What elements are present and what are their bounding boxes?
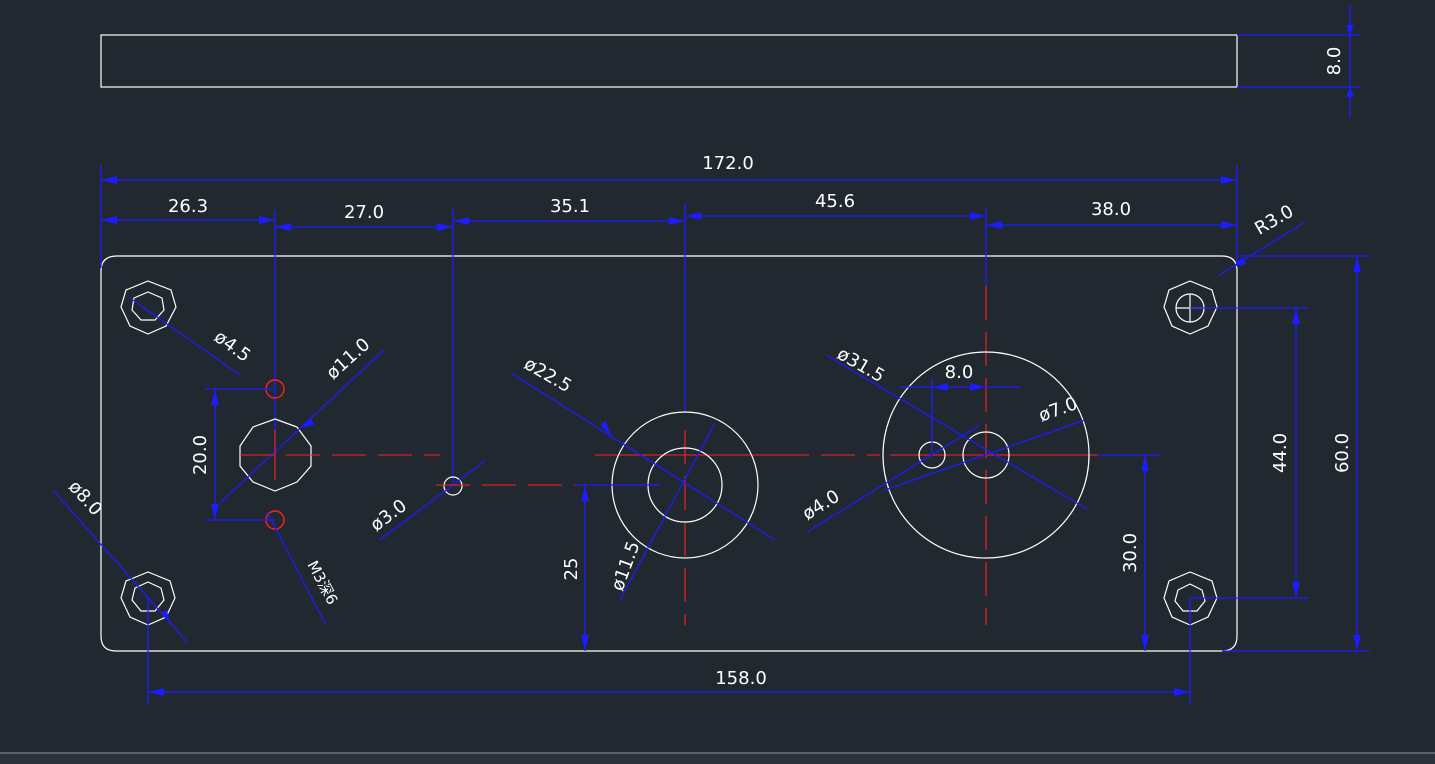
right-boss: ø31.5 8.0 ø7.0 ø4.0 (799, 343, 1090, 559)
dim-vertical-20[interactable]: 20.0 (190, 435, 211, 475)
dim-height-30[interactable]: 30.0 (1120, 533, 1141, 573)
dim-hole-4-5[interactable]: ø4.5 (210, 326, 254, 366)
large-circle[interactable] (882, 351, 1090, 559)
side-view-outline[interactable] (100, 34, 1238, 88)
dim-thread-m3[interactable]: M3深6 (303, 558, 341, 608)
plate-outline[interactable] (100, 255, 1238, 652)
dim-height-44[interactable]: 44.0 (1270, 433, 1291, 473)
hole-3[interactable] (443, 476, 463, 496)
dim-bottom-158[interactable]: 158.0 (715, 668, 767, 689)
dim-hole-8-0[interactable]: ø8.0 (64, 477, 106, 521)
mounting-holes (120, 280, 1218, 626)
status-bar (0, 752, 1435, 764)
left-features: ø4.5 ø11.0 20.0 M3深6 ø8.0 ø3.0 (52, 297, 486, 644)
side-view: 8.0 (100, 5, 1360, 118)
centerlines (240, 286, 1100, 625)
dim-hole-11-0[interactable]: ø11.0 (322, 334, 374, 384)
dim-height-25[interactable]: 25 (561, 558, 582, 581)
dim-hole-22-5[interactable]: ø22.5 (520, 353, 575, 397)
dim-35-1[interactable]: 35.1 (550, 196, 590, 217)
dim-thickness[interactable]: 8.0 (1324, 47, 1345, 76)
dim-hole-4-0[interactable]: ø4.0 (799, 486, 844, 525)
hole-top-left[interactable] (120, 280, 177, 335)
right-dimensions: 30.0 44.0 60.0 (1098, 255, 1370, 652)
dim-offset-8[interactable]: 8.0 (945, 362, 974, 383)
bottom-dimension: 158.0 (147, 598, 1191, 705)
dim-45-6[interactable]: 45.6 (815, 191, 855, 212)
decagon-boss[interactable] (239, 418, 312, 492)
dim-hole-31-5[interactable]: ø31.5 (833, 343, 888, 387)
dim-corner-radius[interactable]: R3.0 (1251, 201, 1297, 240)
plan-view (100, 255, 1238, 652)
dim-26-3[interactable]: 26.3 (168, 196, 208, 217)
dim-hole-3-0[interactable]: ø3.0 (367, 495, 411, 536)
dim-height-60[interactable]: 60.0 (1332, 433, 1353, 473)
circle-7[interactable] (962, 431, 1010, 479)
dim-27-0[interactable]: 27.0 (344, 202, 384, 223)
dim-38-0[interactable]: 38.0 (1091, 199, 1131, 220)
top-dimensions: 172.0 26.3 27.0 35.1 45.6 38.0 R3.0 (100, 153, 1306, 485)
center-boss: ø22.5 ø11.5 25 (510, 353, 776, 651)
dim-hole-7-0[interactable]: ø7.0 (1036, 393, 1080, 426)
dim-overall-length[interactable]: 172.0 (702, 153, 754, 174)
